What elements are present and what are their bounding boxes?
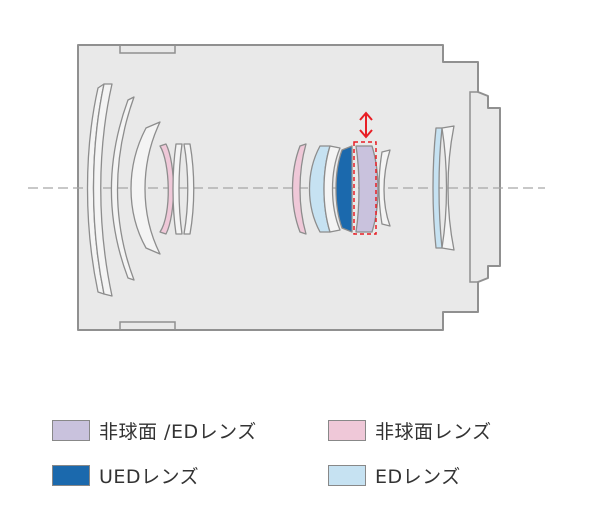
legend-ed: EDレンズ (328, 462, 461, 489)
front-element-6 (172, 143, 183, 235)
legend-aspherical: 非球面レンズ (328, 417, 492, 444)
barrel-notch-bottom (119, 321, 176, 330)
front-element-3 (110, 96, 135, 281)
focus-direction-arrow-icon (359, 111, 373, 139)
front-element-7 (183, 143, 195, 235)
focus-element-aspherical-ed (355, 145, 379, 233)
front-element-5-aspherical (159, 143, 175, 235)
barrel-step-right (469, 91, 478, 283)
middle-element-meniscus (323, 145, 341, 233)
legend-label-ed: EDレンズ (375, 466, 461, 488)
rear-element-plain (441, 125, 455, 251)
middle-element-aspherical (291, 143, 307, 235)
legend-swatch-aspherical-ed (52, 420, 90, 441)
legend-swatch-aspherical (328, 420, 366, 441)
focus-group-box (353, 141, 377, 235)
front-element-2 (92, 83, 113, 297)
legend-swatch-ued (52, 465, 90, 486)
legend-ued: UEDレンズ (52, 462, 199, 489)
legend-swatch-ed (328, 465, 366, 486)
legend-label-ued: UEDレンズ (99, 466, 200, 488)
middle-element-ued (335, 145, 353, 233)
legend-label-aspherical-ed: 非球面 /EDレンズ (99, 421, 257, 443)
lens-construction-diagram (28, 44, 545, 331)
middle-element-rear (378, 149, 391, 227)
barrel-notch-top (119, 45, 176, 54)
front-element-4 (130, 121, 161, 255)
legend-label-aspherical: 非球面レンズ (375, 421, 492, 443)
legend-aspherical-ed: 非球面 /EDレンズ (52, 417, 257, 444)
